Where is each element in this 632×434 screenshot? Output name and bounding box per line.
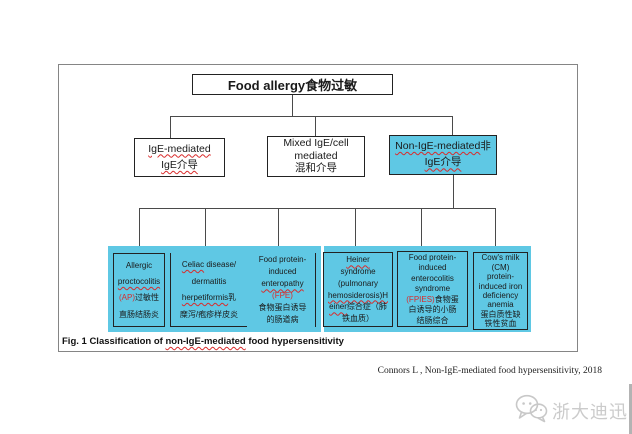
connector-line: [205, 209, 206, 253]
connector-line: [278, 209, 279, 253]
figure-caption: Fig. 1 Classification of non-IgE-mediate…: [62, 336, 344, 347]
connector-line: [315, 117, 316, 136]
watermark: 浙大迪迅: [514, 393, 628, 428]
citation-text: Connors L , Non-IgE-mediated food hypers…: [377, 366, 602, 376]
connector-line: [170, 116, 453, 117]
wechat-chat-bubbles-icon: [514, 393, 548, 428]
connector-line: [139, 208, 496, 209]
page-edge-bar: [629, 384, 632, 434]
connector-line: [170, 117, 171, 138]
node-food-allergy-label: Food allergy食物过敏: [227, 78, 358, 93]
watermark-text: 浙大迪迅: [552, 401, 628, 422]
connector-line: [139, 209, 140, 253]
connector-line: [421, 209, 422, 251]
node-food-allergy: Food allergy食物过敏: [192, 74, 393, 95]
connector-line: [453, 175, 454, 209]
connector-line: [452, 117, 453, 135]
connector-line: [355, 209, 356, 252]
connector-line: [292, 95, 293, 117]
connector-line: [495, 209, 496, 252]
